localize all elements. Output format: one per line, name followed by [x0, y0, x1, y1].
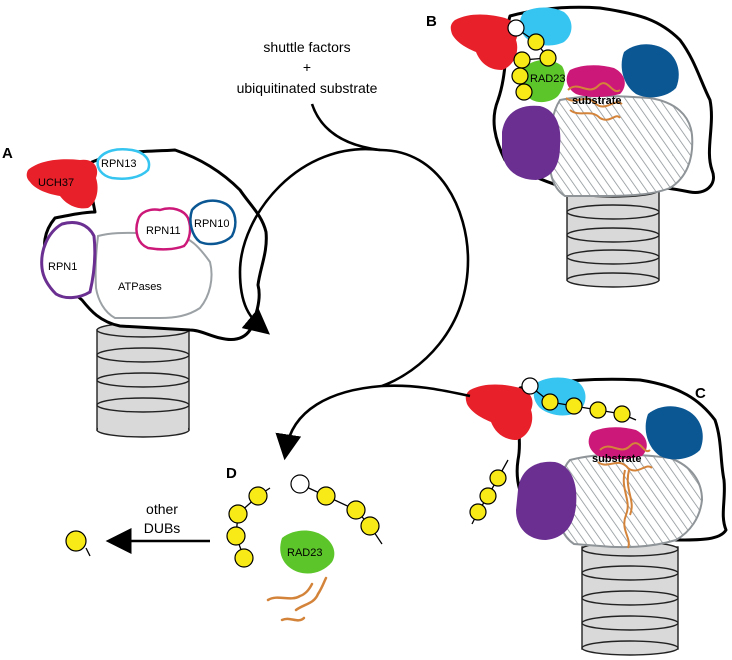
ubiquitin-D-left-4	[234, 548, 254, 568]
proteasome-C: substrate	[465, 377, 728, 656]
cycle-arrow-main	[238, 147, 381, 335]
ubiquitin-chain-D-right	[290, 474, 383, 545]
core-particle-C	[581, 541, 679, 656]
ubiquitin-D-left-2	[228, 504, 248, 524]
shuttle-text-line3: ubiquitinated substrate	[237, 80, 378, 96]
dubs-text-line2: DUBs	[144, 520, 181, 536]
rad23-D	[280, 530, 335, 574]
rpn11-C	[588, 427, 647, 459]
dubs-text-line1: other	[146, 501, 178, 517]
rpn10-subunit	[189, 199, 237, 246]
ubiquitin-B-2	[539, 49, 557, 67]
substrate-label-c: substrate	[592, 453, 642, 465]
ubiquitin-D-right-3	[360, 516, 380, 536]
free-ubiquitin	[65, 530, 91, 557]
ubiquitin-C-1	[541, 393, 559, 411]
uch37-B	[450, 14, 518, 70]
substrate-C	[597, 442, 653, 549]
shuttle-text-line2: +	[303, 59, 311, 75]
ubiquitin-proximal-C	[521, 377, 539, 395]
ubiquitin-B-3	[513, 51, 531, 69]
ubiquitin-D-right-1	[316, 486, 336, 506]
ubiquitin-C-3	[589, 401, 607, 419]
ubiquitin-D-right-2	[346, 500, 366, 520]
rad23-label-b: RAD23	[530, 73, 565, 85]
rpn1-label: RPN1	[48, 261, 77, 273]
rpn11-B	[566, 65, 625, 97]
rpn10-B	[621, 44, 679, 98]
ubiquitin-B-5	[515, 83, 533, 101]
panel-label-c: C	[695, 385, 706, 402]
rpn13-label: RPN13	[101, 158, 136, 170]
ubiquitin-proximal-B	[507, 19, 525, 37]
uch37-label: UCH37	[38, 177, 74, 189]
ubiquitin-chain-D-left	[226, 486, 271, 568]
panel-label-d: D	[226, 465, 237, 482]
ubiquitin-B-1	[527, 33, 545, 51]
proteasome-A: UCH37 RPN13 RPN11 RPN10 RPN1 ATPases	[26, 148, 268, 438]
ubiquitin-C-free-2	[479, 487, 497, 505]
panel-label-a: A	[2, 145, 13, 162]
core-particle-A	[96, 322, 190, 438]
uch37-C	[465, 384, 533, 440]
ubiquitin-C-4	[613, 405, 631, 423]
rad23-label-d: RAD23	[287, 547, 322, 559]
core-particle-B	[566, 182, 660, 288]
proteasome-B: RAD23 substrate	[450, 5, 715, 288]
ubiquitin-D-left-1	[248, 486, 268, 506]
ubiquitin-chain-B	[507, 19, 557, 101]
rpn1-subunit	[40, 221, 97, 300]
rpn1-B	[502, 105, 561, 180]
rpn1-C	[516, 461, 577, 540]
rpn10-C	[645, 406, 703, 460]
shuttle-text-line1: shuttle factors	[263, 39, 350, 55]
ubiquitin-D-left-3	[226, 526, 246, 546]
ubiquitin-B-4	[511, 67, 529, 85]
released-products-D: RAD23	[65, 474, 383, 622]
ubiquitin-monomer	[65, 530, 87, 552]
rpn11-label: RPN11	[146, 225, 181, 237]
uch37-subunit	[26, 159, 98, 209]
ubiquitin-C-2	[565, 397, 583, 415]
cycle-arrow-right	[379, 148, 470, 388]
rpn13-subunit	[96, 148, 151, 180]
panel-label-b: B	[426, 13, 437, 30]
ubiquitin-chain-C-bound	[521, 377, 637, 423]
ubiquitin-C-free-1	[489, 469, 507, 487]
substrate-label-b: substrate	[572, 95, 622, 107]
rpn11-subunit	[135, 207, 192, 251]
to-C-arrow	[381, 384, 471, 398]
substrate-B	[565, 82, 623, 121]
ubiquitin-D-proximal	[290, 474, 310, 494]
to-D-arrow	[275, 384, 383, 461]
ubiquitin-chain-C-released	[469, 459, 509, 525]
substrate-fragments-D	[266, 576, 328, 622]
input-arrow	[310, 103, 381, 152]
rpn10-label: RPN10	[194, 218, 229, 230]
ubiquitin-C-free-3	[469, 503, 487, 521]
atpases-label: ATPases	[118, 281, 162, 293]
